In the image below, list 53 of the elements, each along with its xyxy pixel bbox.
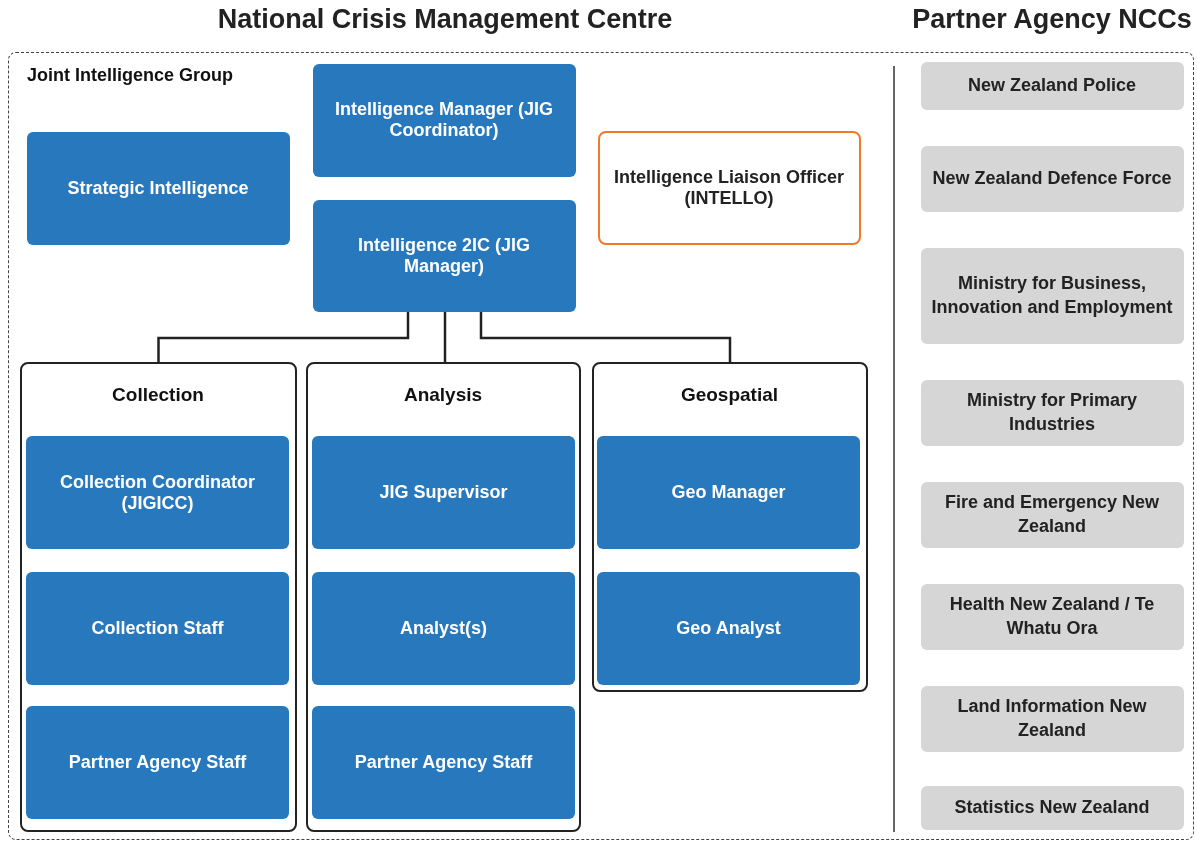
box-label: Partner Agency Staff	[68, 752, 247, 773]
role-box	[597, 436, 860, 549]
box-label: Health New Zealand / Te Whatu Ora	[948, 593, 1156, 640]
box-label: Intelligence Manager (JIG Coordinator)	[333, 99, 555, 141]
role-box	[26, 436, 289, 549]
box-label: Fire and Emergency New Zealand	[943, 491, 1161, 538]
role-box	[312, 572, 575, 685]
agency-box	[920, 61, 1184, 110]
box-label: Collection Coordinator (JIGICC)	[59, 471, 256, 514]
agency-box	[920, 247, 1184, 344]
group-heading: Geospatial	[680, 383, 779, 406]
agency-box	[920, 785, 1184, 830]
box-label: Analyst(s)	[400, 618, 487, 639]
box-label: New Zealand Defence Force	[932, 166, 1172, 190]
connector-line	[157, 312, 410, 362]
box-label: Land Information New Zealand	[956, 695, 1148, 742]
role-box	[597, 572, 860, 685]
role-box	[312, 436, 575, 549]
dashed-frame	[8, 52, 1194, 840]
role-box	[26, 706, 289, 819]
box-label: Intelligence 2IC (JIG Manager)	[356, 234, 531, 277]
box-label: JIG Supervisor	[379, 482, 508, 503]
frame-heading: Joint Intelligence Group	[27, 65, 233, 86]
box-label: Collection Staff	[91, 618, 224, 639]
role-box	[312, 706, 575, 819]
role-box	[312, 63, 576, 177]
box-label: Ministry for Primary Industries	[965, 389, 1139, 436]
group-frame	[591, 361, 868, 692]
box-label: Geo Manager	[671, 482, 786, 503]
agency-box	[920, 379, 1184, 446]
role-box	[26, 572, 289, 685]
agency-box	[920, 685, 1184, 752]
section-heading: National Crisis Management Centre	[217, 4, 673, 35]
connector-line	[443, 312, 447, 362]
box-label: Intelligence Liaison Officer (INTELLO)	[613, 166, 845, 209]
connector-line	[479, 312, 732, 362]
box-label: New Zealand Police	[967, 73, 1137, 97]
group-frame	[305, 361, 581, 832]
box-label: Geo Analyst	[676, 618, 781, 639]
role-box	[26, 131, 290, 245]
agency-box	[920, 481, 1184, 548]
box-label: Statistics New Zealand	[954, 795, 1150, 819]
box-label: Strategic Intelligence	[67, 177, 249, 199]
box-label: Partner Agency Staff	[354, 752, 533, 773]
section-heading: Partner Agency NCCs	[912, 4, 1192, 35]
role-box	[597, 130, 861, 245]
group-frame	[19, 361, 297, 832]
group-heading: Collection	[112, 383, 204, 406]
box-label: Ministry for Business, Innovation and Employment	[930, 272, 1174, 319]
role-box	[312, 199, 576, 312]
agency-box	[920, 583, 1184, 650]
group-heading: Analysis	[403, 383, 483, 406]
agency-box	[920, 145, 1184, 212]
